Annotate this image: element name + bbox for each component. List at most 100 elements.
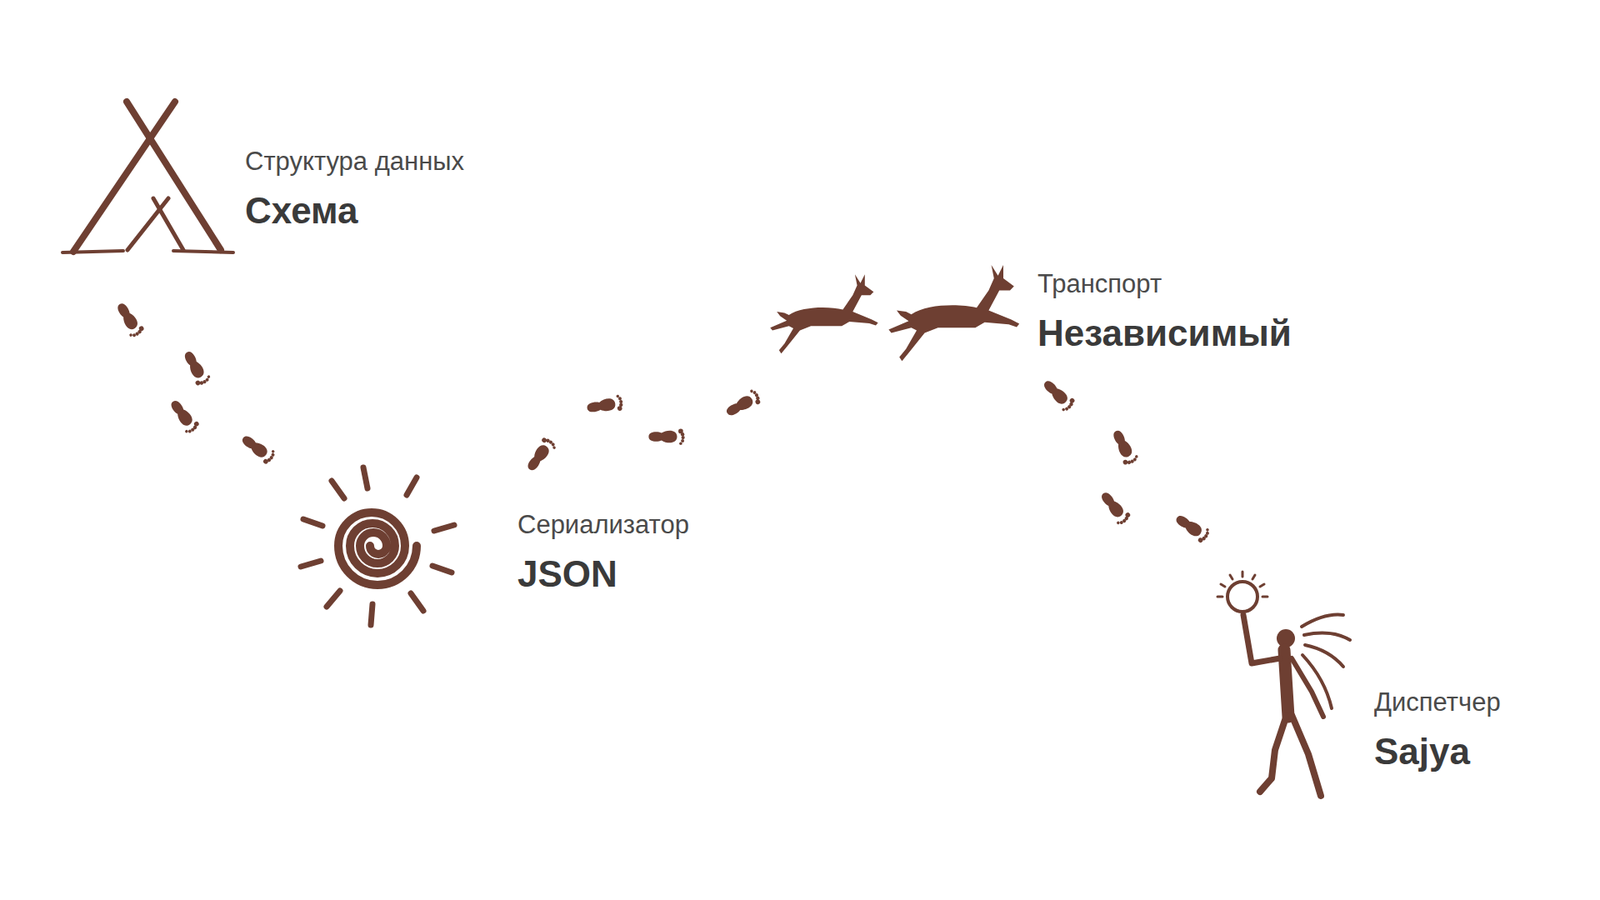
teepee-ground bbox=[173, 250, 234, 253]
drum-ray bbox=[1230, 575, 1233, 580]
footprint-toe bbox=[131, 332, 136, 337]
footprint-toe bbox=[750, 389, 755, 394]
footprint-toe bbox=[206, 375, 211, 380]
footprint-toe bbox=[1205, 530, 1210, 535]
shaman-drum bbox=[1227, 581, 1258, 612]
stage-node: СериализаторJSON bbox=[287, 491, 725, 642]
teepee-pole bbox=[126, 101, 221, 250]
streak bbox=[1301, 615, 1344, 627]
stage-text: ТранспортНезависимый bbox=[1037, 268, 1292, 356]
teepee-pole bbox=[153, 198, 184, 250]
footprint bbox=[1172, 510, 1212, 545]
trail-path bbox=[123, 258, 288, 492]
footprint-toe bbox=[270, 449, 275, 454]
streak bbox=[1304, 633, 1350, 640]
shaman-icon bbox=[1217, 571, 1350, 796]
stage-name: Независимый bbox=[1037, 311, 1292, 356]
footprint-sole bbox=[724, 393, 755, 419]
shaman-streaks bbox=[1301, 615, 1350, 709]
drum-rays bbox=[1217, 571, 1268, 597]
teepee-pole bbox=[73, 101, 175, 252]
footprint-toe bbox=[1205, 527, 1210, 532]
footprint-trail bbox=[112, 258, 288, 492]
footprint-sole bbox=[1040, 377, 1070, 406]
trail-path bbox=[535, 379, 763, 492]
footprint-sole bbox=[1110, 428, 1135, 460]
footprint bbox=[648, 429, 685, 445]
footprint-toe bbox=[1064, 406, 1070, 412]
sun-ray bbox=[331, 480, 345, 499]
footprint-sole bbox=[114, 300, 140, 332]
footprint-sole bbox=[648, 430, 677, 444]
small-deer bbox=[770, 274, 878, 354]
teepee-icon bbox=[62, 101, 234, 253]
footprint-toe bbox=[129, 333, 134, 338]
stage-text: СериализаторJSON bbox=[517, 509, 690, 597]
footprint bbox=[1096, 488, 1132, 527]
big-deer bbox=[888, 265, 1020, 361]
stage-node: ТранспортНезависимый bbox=[762, 245, 1317, 380]
footprint-sole bbox=[1098, 490, 1126, 520]
footprint-sole bbox=[525, 442, 552, 473]
shaman-leg bbox=[1291, 715, 1321, 796]
shaman-body bbox=[1284, 650, 1289, 717]
footprint bbox=[585, 394, 625, 416]
drum-ray bbox=[1217, 595, 1223, 599]
footprint-sole bbox=[181, 349, 206, 380]
footprint-toe bbox=[679, 441, 683, 445]
footprint-toe bbox=[680, 439, 685, 443]
sun-ray bbox=[326, 590, 340, 607]
footprint-toe bbox=[1134, 455, 1139, 460]
footprint-toe bbox=[550, 442, 556, 448]
trail-path bbox=[1055, 379, 1205, 567]
footprint-toe bbox=[1119, 520, 1125, 525]
deer-icon bbox=[770, 265, 1020, 361]
footprint-sole bbox=[585, 397, 616, 415]
drum-ray bbox=[1252, 575, 1255, 580]
stage-role: Транспорт bbox=[1037, 268, 1292, 300]
stage-role: Сериализатор bbox=[517, 509, 690, 540]
stage-node: ДиспетчерSajya bbox=[1204, 566, 1550, 805]
teepee-pole bbox=[127, 198, 169, 250]
streak bbox=[1302, 655, 1332, 709]
sun-ray bbox=[370, 604, 373, 625]
sun-ray bbox=[432, 565, 452, 573]
stage-name: Sajya bbox=[1374, 730, 1501, 775]
footprint bbox=[180, 348, 212, 388]
footprint-toe bbox=[270, 452, 276, 458]
footprint-toe bbox=[552, 445, 557, 450]
drum-ray bbox=[1260, 584, 1265, 587]
footprint bbox=[1109, 427, 1140, 467]
footprint-toe bbox=[615, 394, 620, 398]
drum-ray bbox=[1220, 584, 1225, 587]
teepee-ground bbox=[62, 250, 124, 253]
footprint bbox=[112, 300, 145, 340]
stage-name: JSON bbox=[517, 552, 690, 597]
shaman-arm bbox=[1291, 658, 1324, 717]
footprint-trail bbox=[1039, 376, 1212, 567]
stage-node: Структура данныхСхема bbox=[58, 98, 492, 259]
stage-role: Структура данных bbox=[245, 145, 465, 177]
stage-text: Структура данныхСхема bbox=[245, 145, 465, 234]
sun-ray bbox=[363, 467, 368, 489]
stage-name: Схема bbox=[245, 189, 465, 234]
sun-ray bbox=[300, 560, 321, 567]
drum-ray bbox=[1241, 571, 1245, 577]
footprint bbox=[723, 387, 763, 420]
sun-ray bbox=[303, 519, 323, 526]
footprint-toe bbox=[1061, 407, 1066, 412]
footprint bbox=[165, 396, 201, 435]
drum-ray bbox=[1262, 595, 1268, 599]
shaman-arm bbox=[1243, 615, 1280, 664]
footprint bbox=[238, 430, 277, 465]
shaman-leg bbox=[1260, 715, 1287, 792]
footprint-sole bbox=[240, 433, 270, 460]
sun-ray bbox=[434, 525, 455, 531]
sun-icon bbox=[300, 467, 455, 625]
footprint-toe bbox=[680, 432, 685, 436]
footprint-sole bbox=[168, 398, 195, 429]
footprint bbox=[523, 435, 558, 475]
